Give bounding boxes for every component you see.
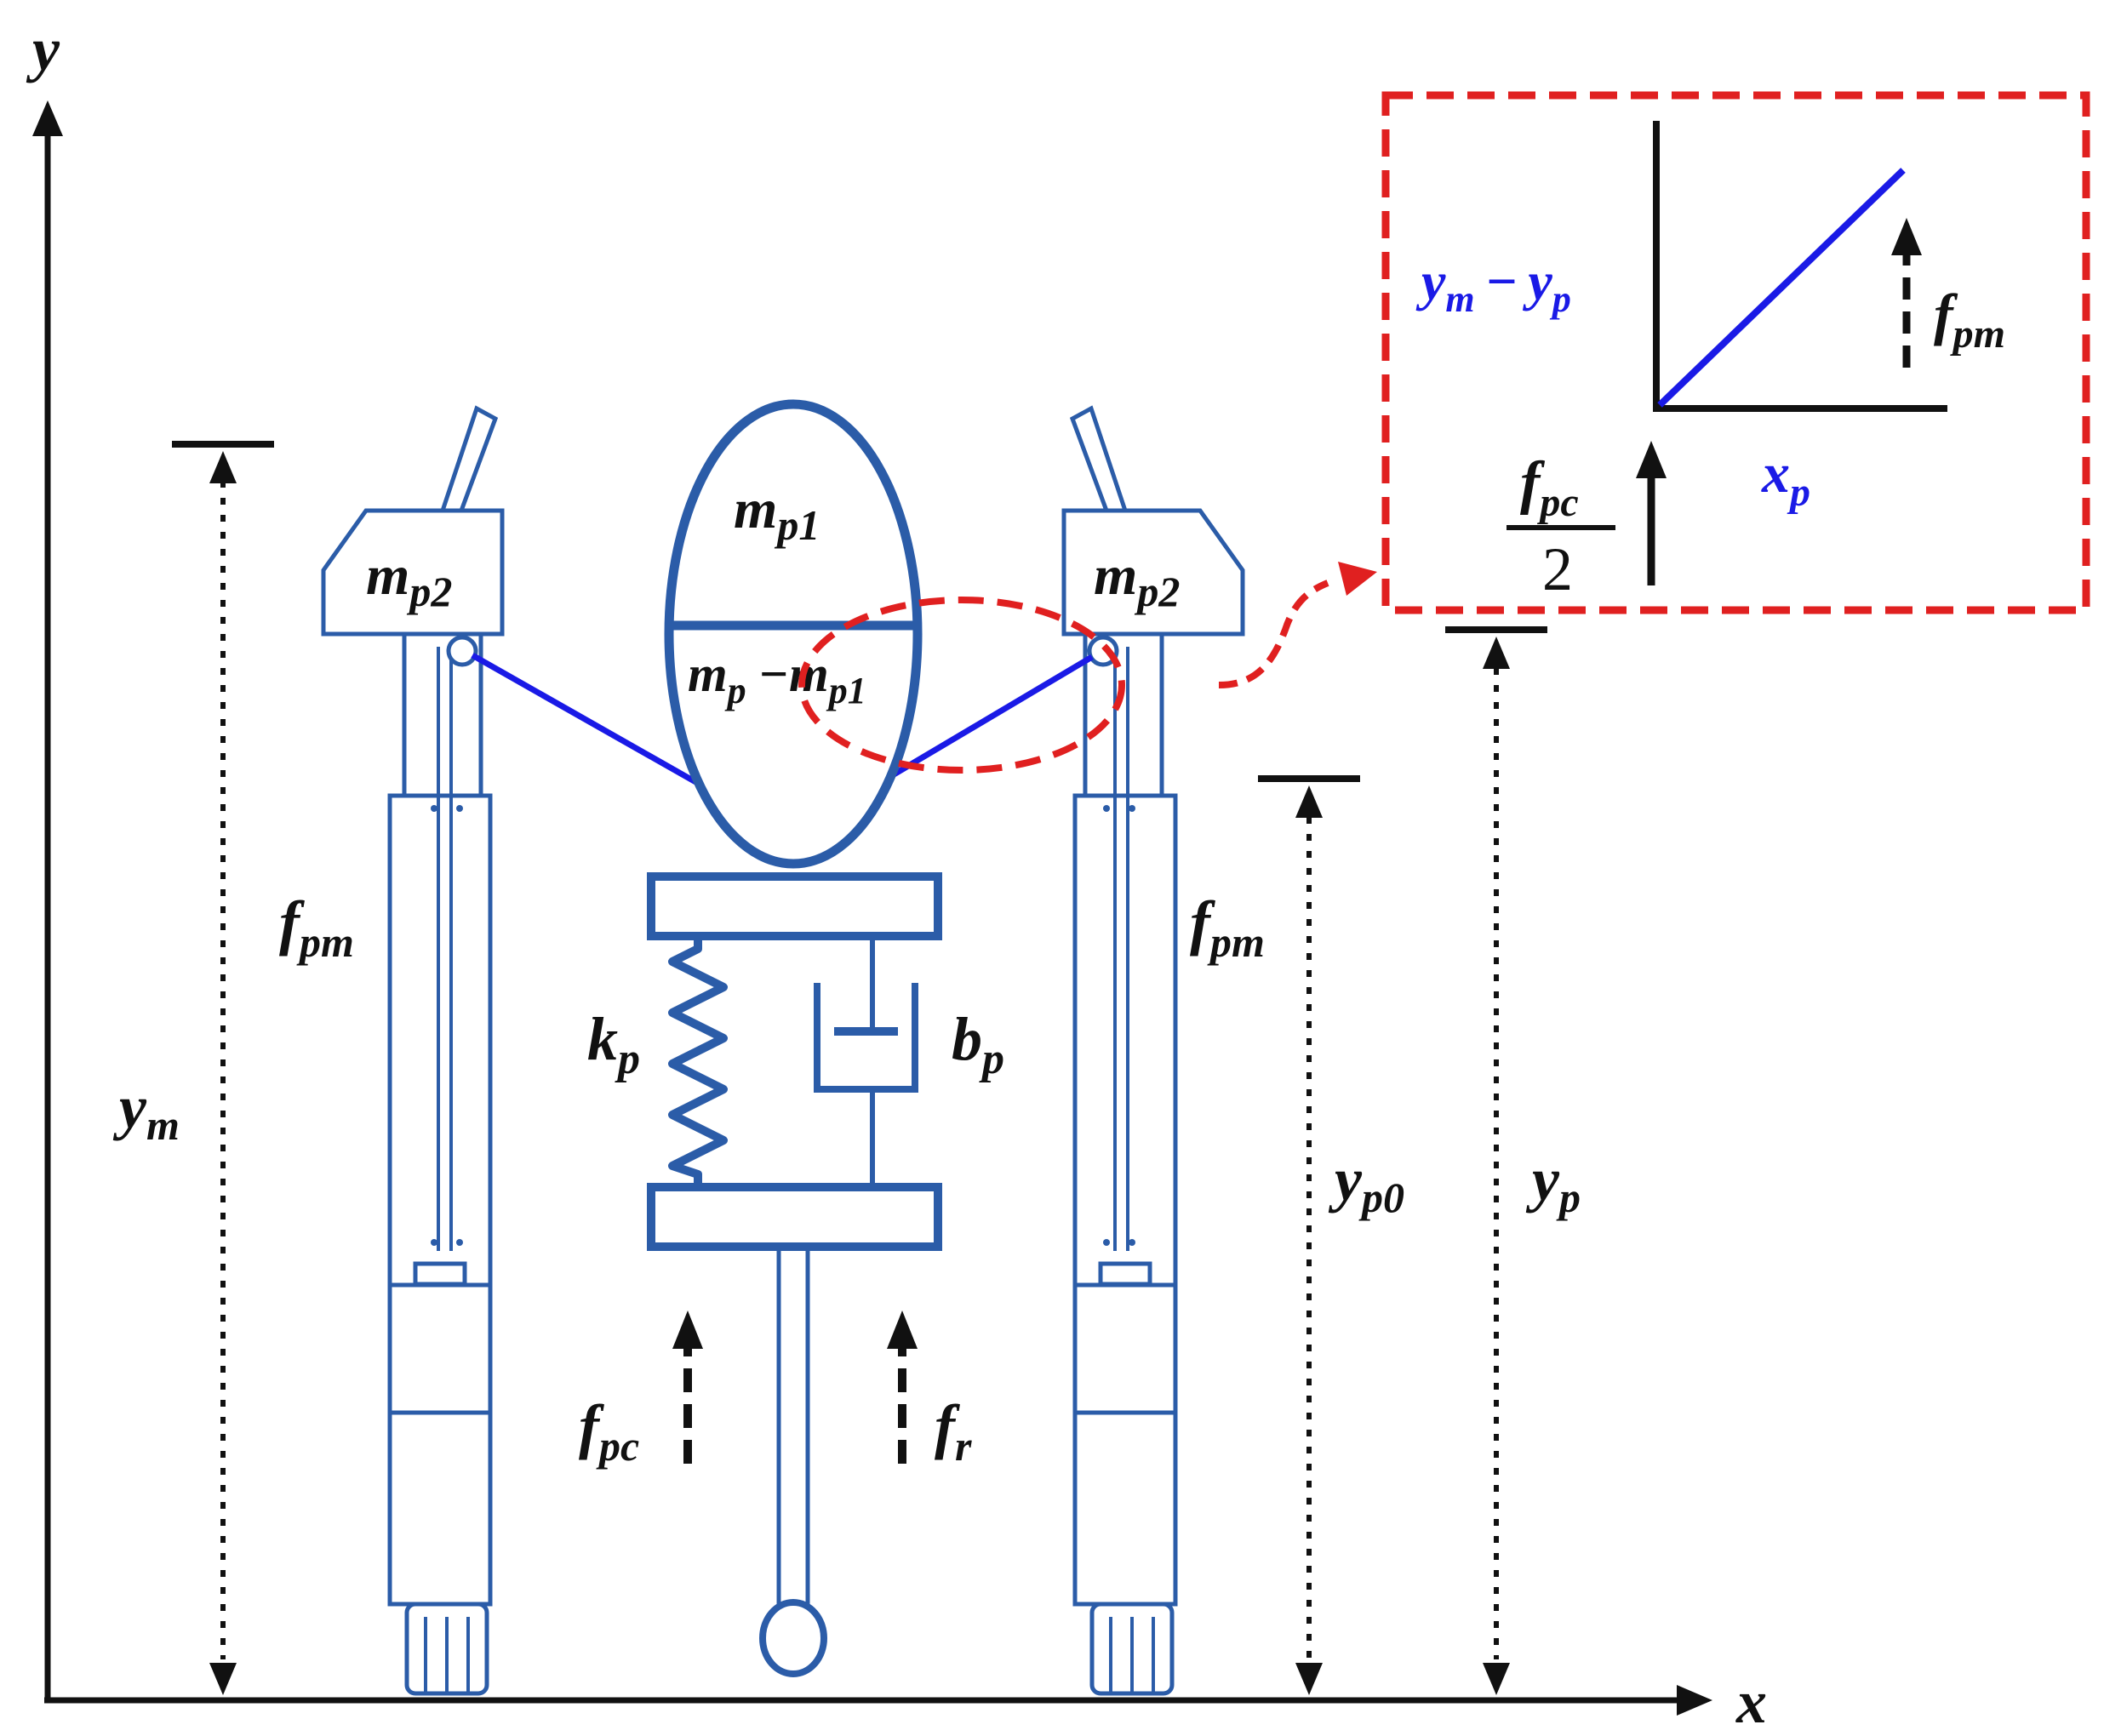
damper-cup bbox=[814, 983, 918, 1093]
x-axis-arrowhead bbox=[1677, 1685, 1712, 1716]
y-axis-arrowhead bbox=[32, 100, 63, 136]
lower-body-mass-label: mp−mp1 bbox=[688, 646, 866, 711]
inset-y-label: ym−yp bbox=[1415, 251, 1571, 320]
lower-plate bbox=[647, 1183, 942, 1251]
spring bbox=[668, 936, 728, 1187]
left-exoskeleton: mp2 bbox=[321, 405, 505, 1696]
damper-label: bp bbox=[952, 1005, 1004, 1083]
inset-fraction-numerator: fpc bbox=[1520, 450, 1579, 525]
upper-plate bbox=[647, 872, 942, 940]
body-ellipse bbox=[664, 399, 923, 869]
leg-model: kp bp bbox=[587, 872, 1004, 1677]
left-lower-tube bbox=[387, 1282, 493, 1607]
right-handle bbox=[1069, 405, 1128, 511]
inset-panel: fpm ym−yp xp fpc 2 bbox=[1381, 91, 2090, 614]
left-actuator-force-label: fpm bbox=[279, 888, 354, 966]
connector-arrowhead bbox=[1338, 562, 1377, 596]
human-body: mp1 mp−mp1 bbox=[664, 399, 923, 869]
foot-ball bbox=[759, 1599, 827, 1677]
inset-force-arrowhead bbox=[1891, 218, 1922, 255]
shin-rod bbox=[776, 1244, 810, 1607]
yp-bottom-arrowhead bbox=[1483, 1663, 1510, 1695]
yp0-label: yp0 bbox=[1328, 1145, 1404, 1221]
highlight-connector bbox=[1218, 580, 1329, 688]
right-device-mass-label: mp2 bbox=[1094, 545, 1180, 615]
right-exoskeleton: mp2 bbox=[1061, 405, 1245, 1696]
inset-contact-arrowhead bbox=[1636, 441, 1667, 478]
inset-fraction-denominator: 2 bbox=[1542, 535, 1573, 603]
ym-label: ym bbox=[112, 1073, 180, 1149]
inset-relation-line bbox=[1657, 168, 1906, 408]
spring-label: kp bbox=[587, 1005, 640, 1083]
upper-body-mass-label: mp1 bbox=[734, 478, 820, 549]
inset-frame bbox=[1381, 91, 2090, 614]
left-joint bbox=[446, 635, 478, 667]
right-upper-tube bbox=[1072, 793, 1178, 1288]
ym-bottom-arrowhead bbox=[209, 1663, 237, 1695]
contact-force-label: fpc bbox=[579, 1392, 639, 1470]
yp-top-arrowhead bbox=[1483, 637, 1510, 669]
left-link bbox=[471, 652, 706, 791]
inset-x-label: xp bbox=[1761, 443, 1810, 515]
yp-label: yp bbox=[1525, 1145, 1581, 1221]
contact-force-arrowhead bbox=[672, 1311, 703, 1349]
x-axis-label: x bbox=[1735, 1668, 1767, 1736]
yp0-top-arrowhead bbox=[1295, 785, 1323, 818]
yp0-bottom-arrowhead bbox=[1295, 1663, 1323, 1695]
y-axis-label: y bbox=[26, 15, 60, 83]
reaction-force-arrowhead bbox=[887, 1311, 918, 1349]
left-device-mass-label: mp2 bbox=[366, 545, 452, 615]
right-actuator-force-label: fpm bbox=[1190, 888, 1265, 966]
right-lower-tube bbox=[1072, 1282, 1178, 1607]
ym-top-arrowhead bbox=[209, 451, 237, 483]
right-device-head bbox=[1061, 508, 1245, 637]
reaction-force-label: fr bbox=[935, 1392, 972, 1470]
left-device-head bbox=[321, 508, 505, 637]
left-handle bbox=[440, 405, 499, 511]
highlight-ellipse bbox=[798, 597, 1125, 774]
force-arrows: fpc fr fpm fpm bbox=[279, 888, 1265, 1470]
